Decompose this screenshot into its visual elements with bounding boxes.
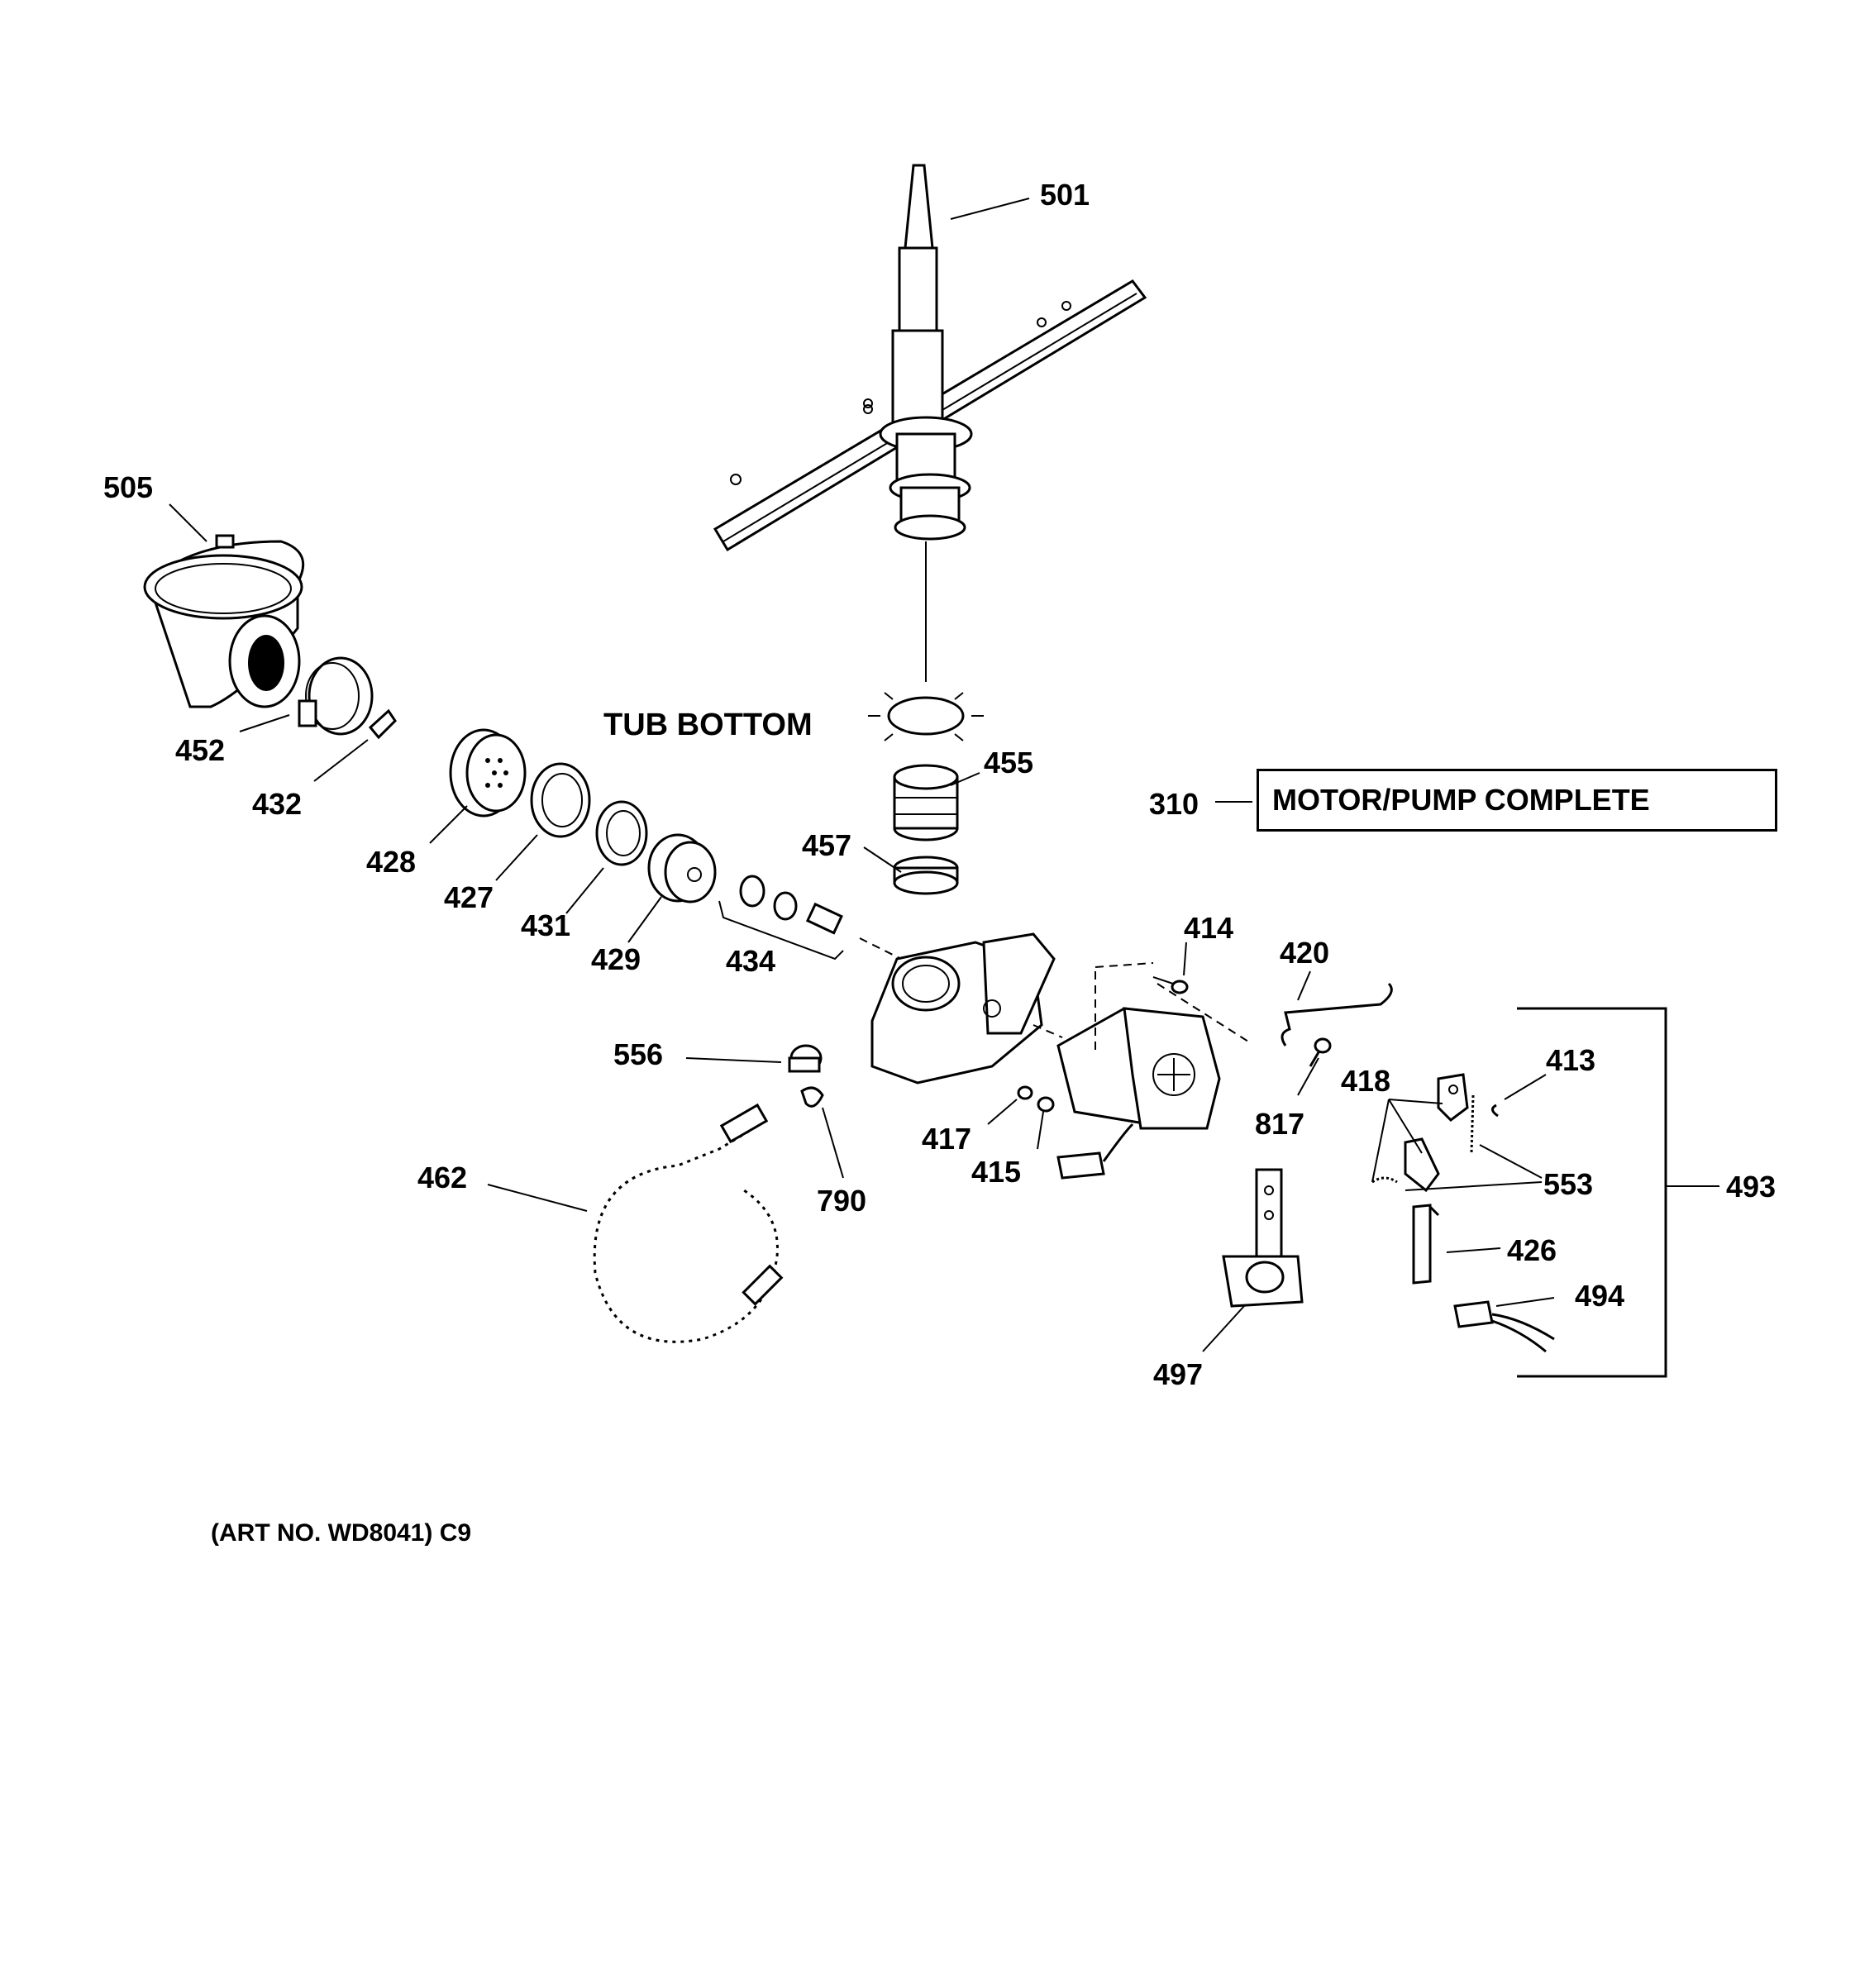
callout-455: 455 — [984, 746, 1034, 779]
motor-pump-complete-box: MOTOR/PUMP COMPLETE — [1257, 769, 1777, 832]
callout-434: 434 — [726, 944, 776, 978]
callout-413: 413 — [1546, 1043, 1596, 1077]
callout-494: 494 — [1575, 1279, 1625, 1313]
callout-790: 790 — [817, 1184, 867, 1218]
lower-spray-arm-501 — [713, 164, 1147, 682]
callout-417: 417 — [922, 1122, 972, 1156]
callout-431: 431 — [521, 908, 571, 942]
seal-parts-434 — [718, 875, 844, 961]
cap-556 — [788, 1044, 823, 1073]
callout-418: 418 — [1341, 1064, 1391, 1098]
solenoid-497 — [1222, 1168, 1304, 1308]
tub-bottom-seal — [868, 692, 984, 895]
callout-817: 817 — [1255, 1107, 1305, 1141]
callout-426: 426 — [1507, 1233, 1557, 1267]
callout-310: 310 — [1149, 787, 1199, 821]
callout-429: 429 — [591, 942, 641, 976]
callout-493: 493 — [1726, 1170, 1777, 1204]
callout-427: 427 — [444, 880, 494, 914]
clip-432 — [368, 708, 397, 740]
pump-housing — [859, 932, 1056, 1085]
callout-415: 415 — [971, 1155, 1022, 1189]
callout-432: 432 — [252, 787, 303, 821]
rod-420 — [1281, 982, 1393, 1046]
leader-lines — [169, 198, 1719, 1352]
ring-427 — [530, 762, 591, 838]
callout-505: 505 — [103, 470, 154, 504]
small-hardware — [1017, 976, 1332, 1113]
solenoid-assembly-parts — [1371, 1073, 1555, 1353]
art-number-note: (ART NO. WD8041) C9 — [211, 1519, 472, 1547]
callout-452: 452 — [175, 733, 226, 767]
callout-420: 420 — [1280, 936, 1330, 970]
callout-556: 556 — [613, 1037, 664, 1071]
motor — [1033, 962, 1221, 1180]
callout-501: 501 — [1040, 178, 1090, 212]
tub-bottom-label: TUB BOTTOM — [603, 708, 813, 742]
callout-457: 457 — [802, 828, 852, 862]
impeller-429 — [647, 833, 717, 903]
sump-housing-505 — [143, 534, 305, 708]
ring-431 — [595, 800, 648, 866]
filter-428 — [449, 728, 527, 818]
callout-414: 414 — [1184, 911, 1234, 945]
callout-553: 553 — [1543, 1167, 1594, 1201]
clamp-452 — [298, 656, 374, 736]
drain-hose-462 — [589, 1103, 784, 1348]
callout-428: 428 — [366, 845, 417, 879]
callout-497: 497 — [1153, 1357, 1204, 1391]
bracket-493 — [1517, 1007, 1667, 1378]
callout-462: 462 — [417, 1161, 468, 1194]
clip-790 — [800, 1086, 824, 1108]
